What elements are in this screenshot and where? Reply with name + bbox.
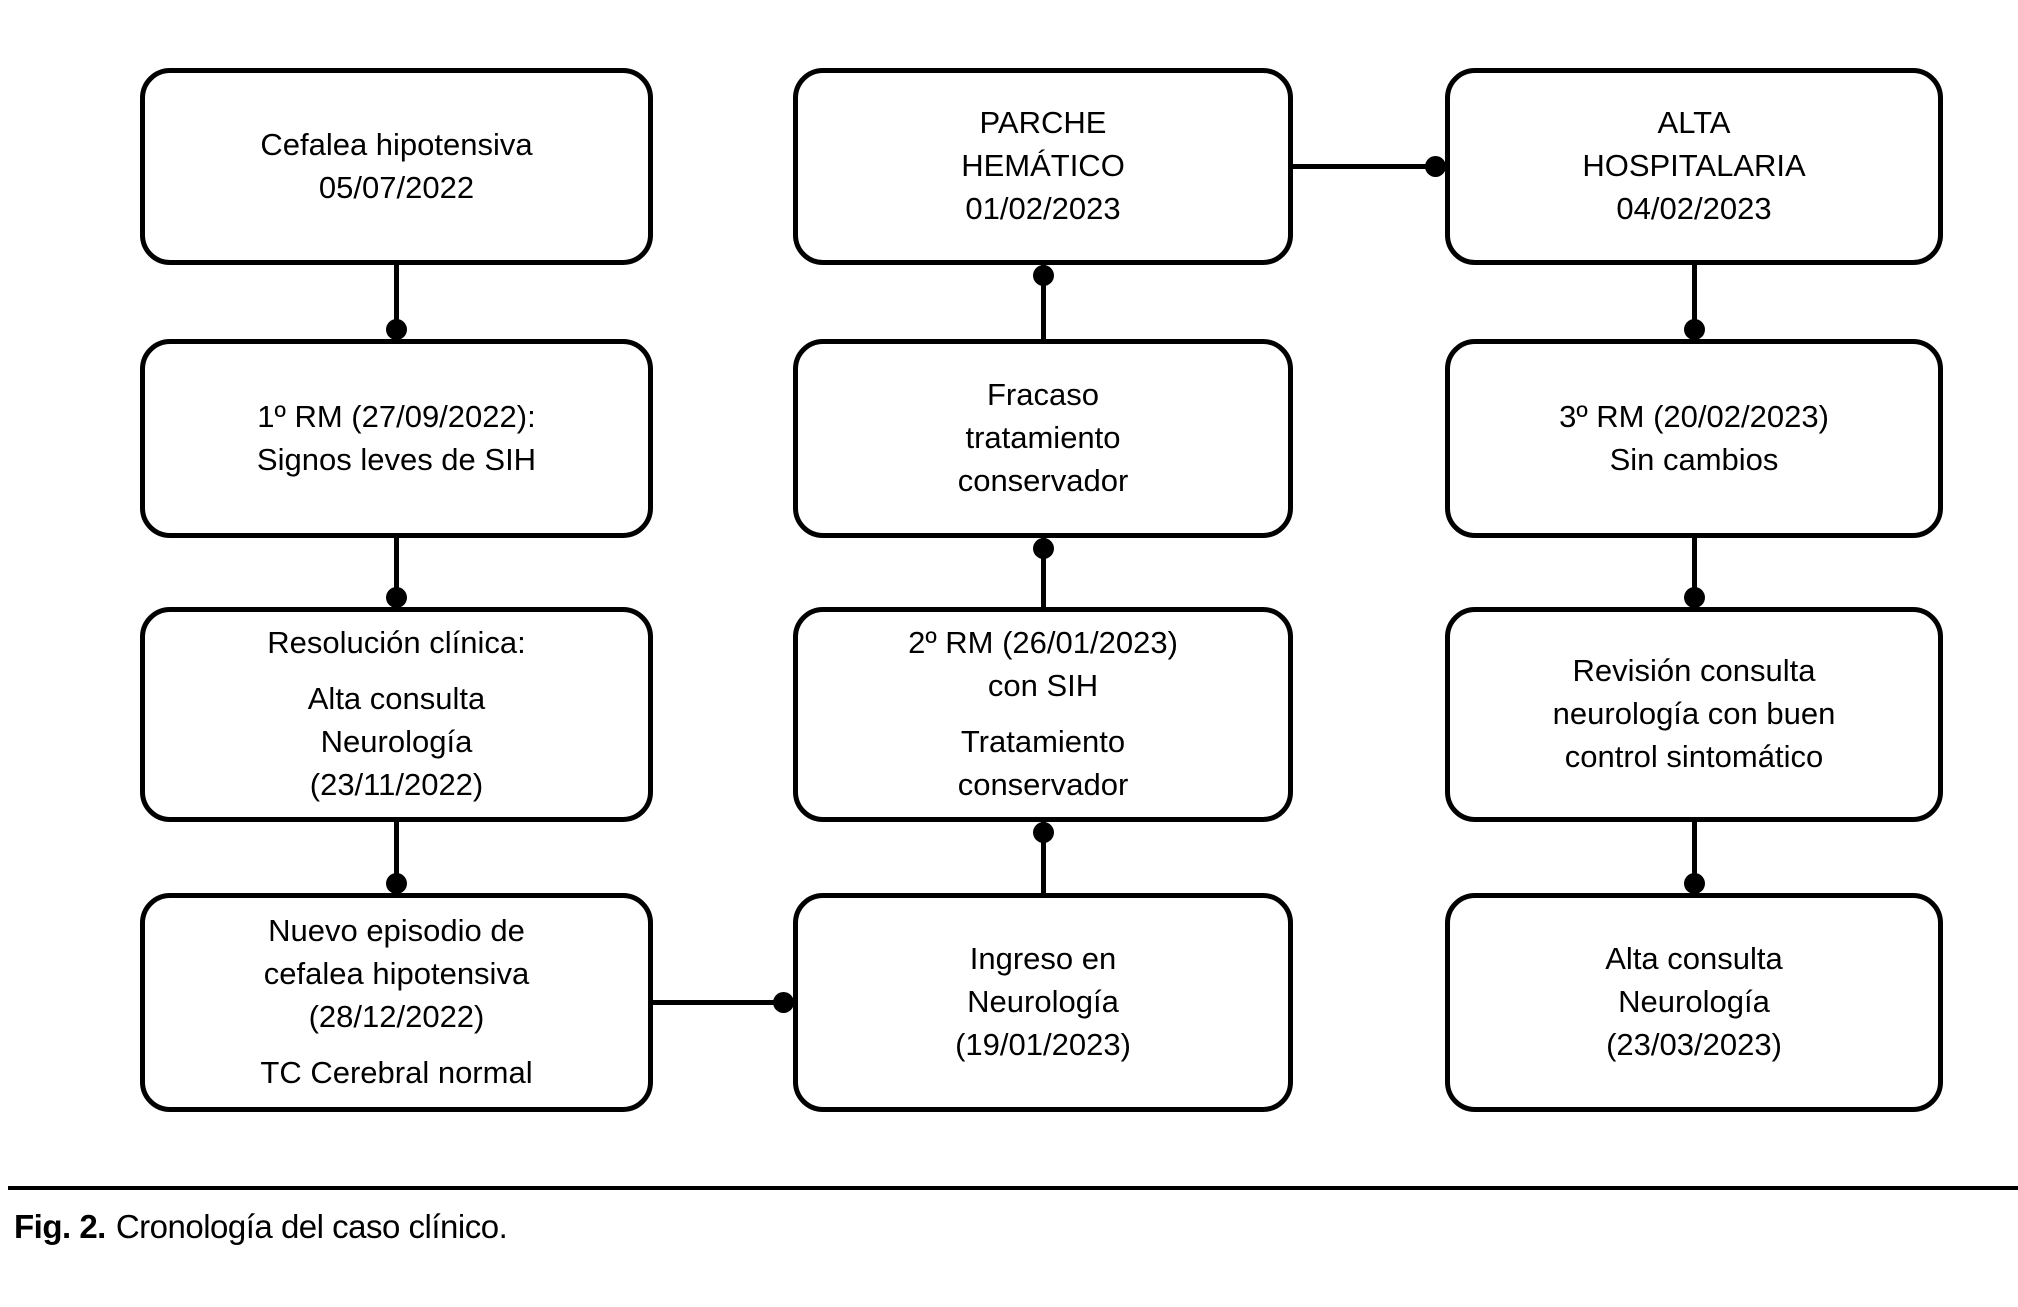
figure-caption: Fig. 2.Cronología del caso clínico. xyxy=(14,1208,508,1246)
connector-dot xyxy=(1032,821,1054,843)
box-text-line: Sin cambios xyxy=(1609,441,1779,477)
box-text-line: Neurología xyxy=(320,724,473,759)
connector-line xyxy=(394,538,399,607)
flow-box-cefalea-hipotensiva: Cefalea hipotensiva 05/07/2022 xyxy=(140,68,653,265)
flow-box-parche-hematico: PARCHE HEMÁTICO 01/02/2023 xyxy=(793,68,1293,265)
connector-dot xyxy=(1683,318,1705,340)
box-text-line: tratamiento xyxy=(965,420,1121,456)
box-paragraph: Fracaso tratamiento conservador xyxy=(958,374,1129,502)
box-text-line: HEMÁTICO xyxy=(961,148,1125,184)
box-paragraph: PARCHE HEMÁTICO 01/02/2023 xyxy=(961,102,1125,230)
box-text-line: 3º RM (20/02/2023) xyxy=(1559,398,1829,434)
box-text-line: (28/12/2022) xyxy=(308,999,485,1034)
box-text-line: Ingreso en xyxy=(969,941,1117,977)
flow-box-fracaso-tratamiento: Fracaso tratamiento conservador xyxy=(793,339,1293,538)
connector-line xyxy=(394,265,399,339)
box-text-line: Neurología xyxy=(1618,984,1770,1020)
box-paragraph: 3º RM (20/02/2023) Sin cambios xyxy=(1559,396,1829,482)
box-paragraph: 1º RM (27/09/2022): Signos leves de SIH xyxy=(257,396,536,482)
connector-line xyxy=(653,1000,793,1005)
box-text-line: neurología con buen xyxy=(1552,696,1836,732)
connector-line xyxy=(394,822,399,893)
box-text-line: control sintomático xyxy=(1564,738,1824,774)
connector-dot xyxy=(1032,264,1054,286)
box-text-line: 1º RM (27/09/2022): xyxy=(257,398,536,434)
figure-caption-label: Fig. 2. xyxy=(14,1208,106,1245)
connector-line xyxy=(1691,822,1697,893)
box-text-line: Revisión consulta xyxy=(1572,653,1816,689)
connector-line xyxy=(1040,538,1046,607)
connector-dot xyxy=(772,992,794,1013)
flow-box-rm-1: 1º RM (27/09/2022): Signos leves de SIH xyxy=(140,339,653,538)
box-text-line: Alta consulta xyxy=(1605,941,1783,977)
box-text-line: con SIH xyxy=(987,668,1099,704)
box-paragraph: Revisión consulta neurología con buen cont… xyxy=(1553,650,1836,778)
connector-line xyxy=(1691,538,1697,607)
box-text-line: Resolución clínica: xyxy=(267,625,526,661)
connector-line xyxy=(1691,265,1697,339)
flow-box-rm-2: 2º RM (26/01/2023) con SIH Tratamiento cons… xyxy=(793,607,1293,822)
box-text-line: HOSPITALARIA xyxy=(1582,148,1806,184)
connector-line xyxy=(1040,822,1046,893)
flow-box-revision-consulta: Revisión consulta neurología con buen cont… xyxy=(1445,607,1943,822)
box-text-line: Fracaso xyxy=(987,377,1099,413)
box-text-line: conservador xyxy=(957,766,1129,802)
box-text-line: TC Cerebral normal xyxy=(260,1054,533,1090)
box-text-line: PARCHE xyxy=(979,105,1107,141)
box-paragraph: Tratamiento conservador xyxy=(958,721,1129,807)
box-text-line: 04/02/2023 xyxy=(1616,190,1772,226)
caption-divider xyxy=(8,1186,2018,1190)
box-paragraph: TC Cerebral normal xyxy=(260,1052,532,1095)
box-text-line: Tratamiento xyxy=(960,724,1126,759)
connector-dot xyxy=(386,872,407,894)
connector-dot xyxy=(1032,537,1054,559)
connector-dot xyxy=(1683,872,1705,894)
box-text-line: Neurología xyxy=(967,984,1119,1020)
box-text-line: 01/02/2023 xyxy=(965,190,1121,226)
box-text-line: Nuevo episodio de xyxy=(268,913,525,949)
flow-box-rm-3: 3º RM (20/02/2023) Sin cambios xyxy=(1445,339,1943,538)
flow-box-nuevo-episodio: Nuevo episodio de cefalea hipotensiva (28/… xyxy=(140,893,653,1112)
flow-box-alta-hospitalaria: ALTA HOSPITALARIA 04/02/2023 xyxy=(1445,68,1943,265)
connector-line xyxy=(1040,265,1046,339)
box-text-line: ALTA xyxy=(1657,105,1731,141)
box-paragraph: Cefalea hipotensiva 05/07/2022 xyxy=(260,124,532,210)
box-paragraph: Nuevo episodio de cefalea hipotensiva (28/… xyxy=(264,910,529,1038)
connector-dot xyxy=(1424,156,1446,177)
connector-dot xyxy=(1683,586,1705,608)
box-text-line: Alta consulta xyxy=(307,681,486,717)
box-text-line: 05/07/2022 xyxy=(318,169,475,205)
box-text-line: conservador xyxy=(957,462,1129,498)
box-paragraph: Resolución clínica: xyxy=(267,622,525,665)
box-text-line: 2º RM (26/01/2023) xyxy=(908,625,1178,661)
box-text-line: (23/03/2023) xyxy=(1606,1026,1782,1062)
box-paragraph: 2º RM (26/01/2023) con SIH xyxy=(908,622,1178,708)
figure-caption-text: Cronología del caso clínico. xyxy=(115,1208,508,1245)
connector-dot xyxy=(386,586,407,608)
box-paragraph: ALTA HOSPITALARIA 04/02/2023 xyxy=(1582,102,1805,230)
box-text-line: cefalea hipotensiva xyxy=(263,956,530,992)
box-text-line: (23/11/2022) xyxy=(309,766,484,802)
box-paragraph: Ingreso en Neurología (19/01/2023) xyxy=(955,938,1131,1066)
connector-line xyxy=(1293,164,1445,169)
box-text-line: Signos leves de SIH xyxy=(256,441,537,477)
box-text-line: (19/01/2023) xyxy=(955,1026,1131,1062)
connector-dot xyxy=(386,318,407,340)
flow-box-ingreso-neurologia: Ingreso en Neurología (19/01/2023) xyxy=(793,893,1293,1112)
box-text-line: Cefalea hipotensiva xyxy=(260,126,533,162)
